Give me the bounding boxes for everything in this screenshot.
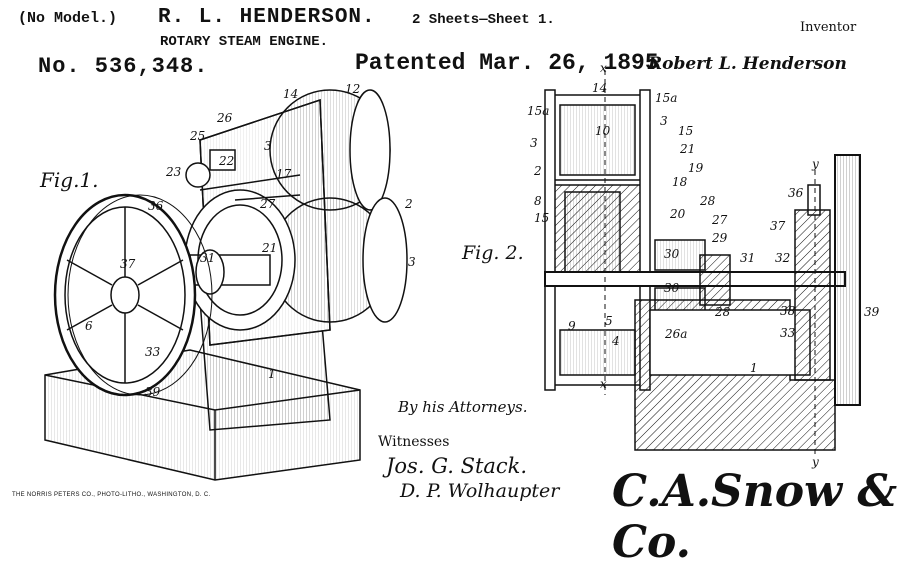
fig1-ref: 23 (165, 165, 182, 179)
patent-title: ROTARY STEAM ENGINE. (160, 34, 329, 50)
fig2-ref: 37 (770, 219, 786, 233)
fig2-ref: 14 (592, 81, 607, 95)
fig1-ref: 36 (148, 199, 164, 213)
fig2-ref: x (600, 61, 607, 75)
fig2-ref: 27 (711, 213, 728, 227)
fig2-ref: 10 (595, 124, 611, 138)
fig2-ref: 30 (664, 281, 680, 295)
witness-signature-1: Jos. G. Stack. (386, 454, 528, 478)
figure-1-label: Fig.1. (40, 168, 99, 192)
model-note: (No Model.) (18, 10, 118, 27)
fig1-ref: 12 (345, 82, 360, 96)
fig2-ref: 28 (714, 305, 731, 319)
sheet-note: 2 Sheets—Sheet 1. (412, 12, 555, 28)
witness-signature-2: D. P. Wolhaupter (400, 480, 560, 502)
fig1-ref: 31 (200, 251, 215, 265)
fig1-ref: 21 (261, 241, 277, 255)
figure-2-label: Fig. 2. (462, 242, 524, 264)
fig1-ref: 22 (218, 154, 234, 168)
fig1-ref: 6 (85, 319, 93, 333)
fig2-ref: 15a (527, 104, 549, 118)
fig2-ref: 3 (660, 114, 668, 128)
fig1-ref: 26 (216, 111, 233, 125)
fig1-ref: 33 (145, 345, 161, 359)
fig1-ref: 3 (264, 139, 272, 153)
fig2-ref: x (600, 377, 607, 391)
fig1-ref: 2 (404, 197, 413, 211)
figure-2-references: x 14 15a 15a 3 10 15 3 21 19 2 18 8 28 2… (527, 61, 880, 469)
fig2-ref: 4 (611, 334, 620, 348)
fig2-ref: 1 (750, 361, 758, 375)
patent-drawings: 36 14 12 26 25 22 3 23 17 27 2 3 37 6 31… (44, 61, 880, 481)
fig2-ref: y (811, 455, 819, 469)
fig2-ref: 30 (664, 247, 680, 261)
patent-date: Patented Mar. 26, 1895 (355, 50, 659, 76)
fig1-ref: 37 (120, 257, 136, 271)
engraver-credit: THE NORRIS PETERS CO., PHOTO-LITHO., WAS… (12, 492, 211, 498)
figure-1-drawing (44, 89, 408, 481)
fig2-ref: 15 (534, 211, 549, 225)
fig2-ref: 20 (669, 207, 686, 221)
fig2-ref: 15 (678, 124, 693, 138)
fig2-ref: 19 (688, 161, 704, 175)
witnesses-label: Witnesses (378, 434, 450, 450)
fig1-ref: 14 (283, 87, 298, 101)
fig1-ref: 25 (189, 129, 205, 143)
fig1-ref: 27 (259, 197, 276, 211)
fig2-ref: 15a (655, 91, 677, 105)
fig2-ref: 21 (679, 142, 695, 156)
fig1-ref: 39 (145, 385, 161, 399)
fig1-ref: 1 (268, 367, 276, 381)
attorneys-line: By his Attorneys. (398, 398, 528, 416)
fig2-ref: 29 (711, 231, 728, 245)
figure-2-drawing (544, 70, 861, 455)
inventor-label: Inventor (800, 20, 857, 35)
fig2-ref: 39 (864, 305, 880, 319)
fig1-ref: 17 (276, 167, 292, 181)
attorney-signature: C.A.Snow & Co. (612, 466, 898, 568)
fig2-ref: y (811, 157, 819, 171)
fig2-ref: 9 (568, 319, 576, 333)
fig1-ref: 3 (408, 255, 416, 269)
patent-number: No. 536,348. (38, 54, 209, 79)
fig2-ref: 18 (672, 175, 688, 189)
fig2-ref: 28 (699, 194, 716, 208)
fig2-ref: 26a (664, 327, 687, 341)
fig2-ref: 38 (780, 304, 796, 318)
fig2-ref: 33 (780, 326, 796, 340)
figure-1-references: 36 14 12 26 25 22 3 23 17 27 2 3 37 6 31… (85, 82, 416, 399)
fig2-ref: 5 (605, 314, 613, 328)
fig2-ref: 36 (788, 186, 804, 200)
fig2-ref: 32 (775, 251, 790, 265)
inventor-name: R. L. HENDERSON. (158, 6, 376, 29)
fig2-ref: 2 (533, 164, 542, 178)
fig2-ref: 31 (740, 251, 755, 265)
fig2-ref: 8 (534, 194, 542, 208)
inventor-signature: Robert L. Henderson (648, 54, 847, 74)
fig2-ref: 3 (530, 136, 538, 150)
